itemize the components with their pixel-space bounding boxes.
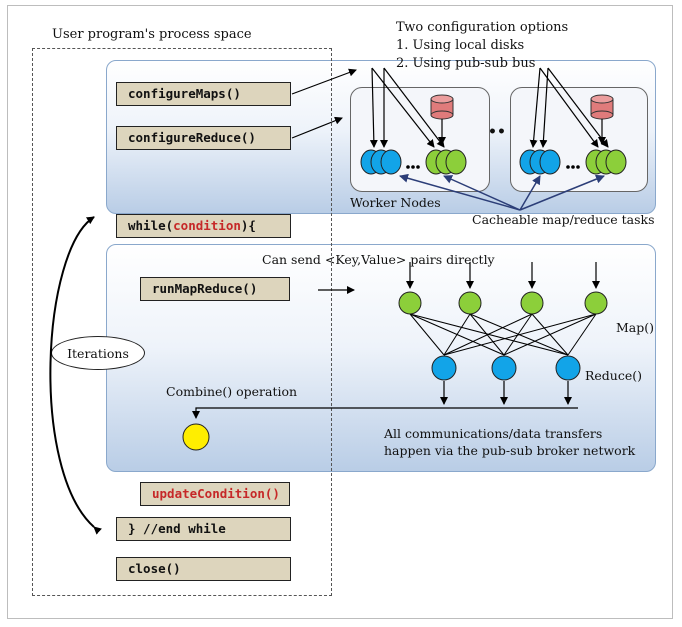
config-option-pubsub-bus: 2. Using pub-sub bus [396,56,536,71]
config-arrows [369,67,609,148]
while-suffix: ){ [240,217,256,233]
reduce-label: Reduce() [585,368,643,383]
end-while-block: } //end while [116,517,291,541]
process-space-boundary [32,48,332,596]
comms-label-line1: All communications/data transfers [384,426,603,441]
combine-arrow [192,407,578,419]
update-condition-text: updateCondition() [152,485,280,501]
while-prefix: while( [128,217,174,233]
cacheable-tasks-label: Cacheable map/reduce tasks [472,212,655,227]
close-text: close() [128,560,181,576]
configure-reduce-text: configureReduce() [128,129,256,145]
configure-maps-block: configureMaps() [116,82,291,106]
process-space-label: User program's process space [52,27,252,42]
run-mapreduce-block: runMapReduce() [140,277,290,301]
worker-node-box [510,87,648,192]
reduce-node [431,355,581,381]
combine-label: Combine() operation [166,384,298,399]
disk-icon [590,94,614,120]
configure-reduce-block: configureReduce() [116,126,291,150]
combine-node [182,423,210,451]
configure-maps-text: configureMaps() [128,85,241,101]
while-condition: condition [173,217,241,233]
disk-icon [430,94,454,120]
cacheable-arrows [399,173,605,211]
figure-frame [7,5,673,619]
map-input-arrows [406,262,600,289]
while-loop-block: while(condition){ [116,214,291,238]
worker-nodes-label: Worker Nodes [350,195,441,210]
map-node [398,291,608,315]
config-options-title: Two configuration options [396,20,569,35]
configure-reduce-arrow [291,116,343,139]
iteration-loop-arc [49,216,102,535]
close-block: close() [116,557,291,581]
shuffle-edges [409,313,597,356]
update-condition-block: updateCondition() [140,482,290,506]
comms-label-line2: happen via the pub-sub broker network [384,443,636,458]
map-task-cluster [519,149,561,175]
send-pairs-label: Can send <Key,Value> pairs directly [262,252,495,267]
run-mapreduce-text: runMapReduce() [152,280,258,296]
configure-maps-arrow [291,68,357,95]
reduce-task-cluster [585,149,627,175]
map-label: Map() [616,320,655,335]
end-while-text: } //end while [128,520,226,536]
reduce-task-cluster [425,149,467,175]
reduce-output-arrows [440,381,572,405]
map-task-cluster [360,149,402,175]
ellipsis-dots: •• [488,124,506,140]
config-option-local-disks: 1. Using local disks [396,38,525,53]
